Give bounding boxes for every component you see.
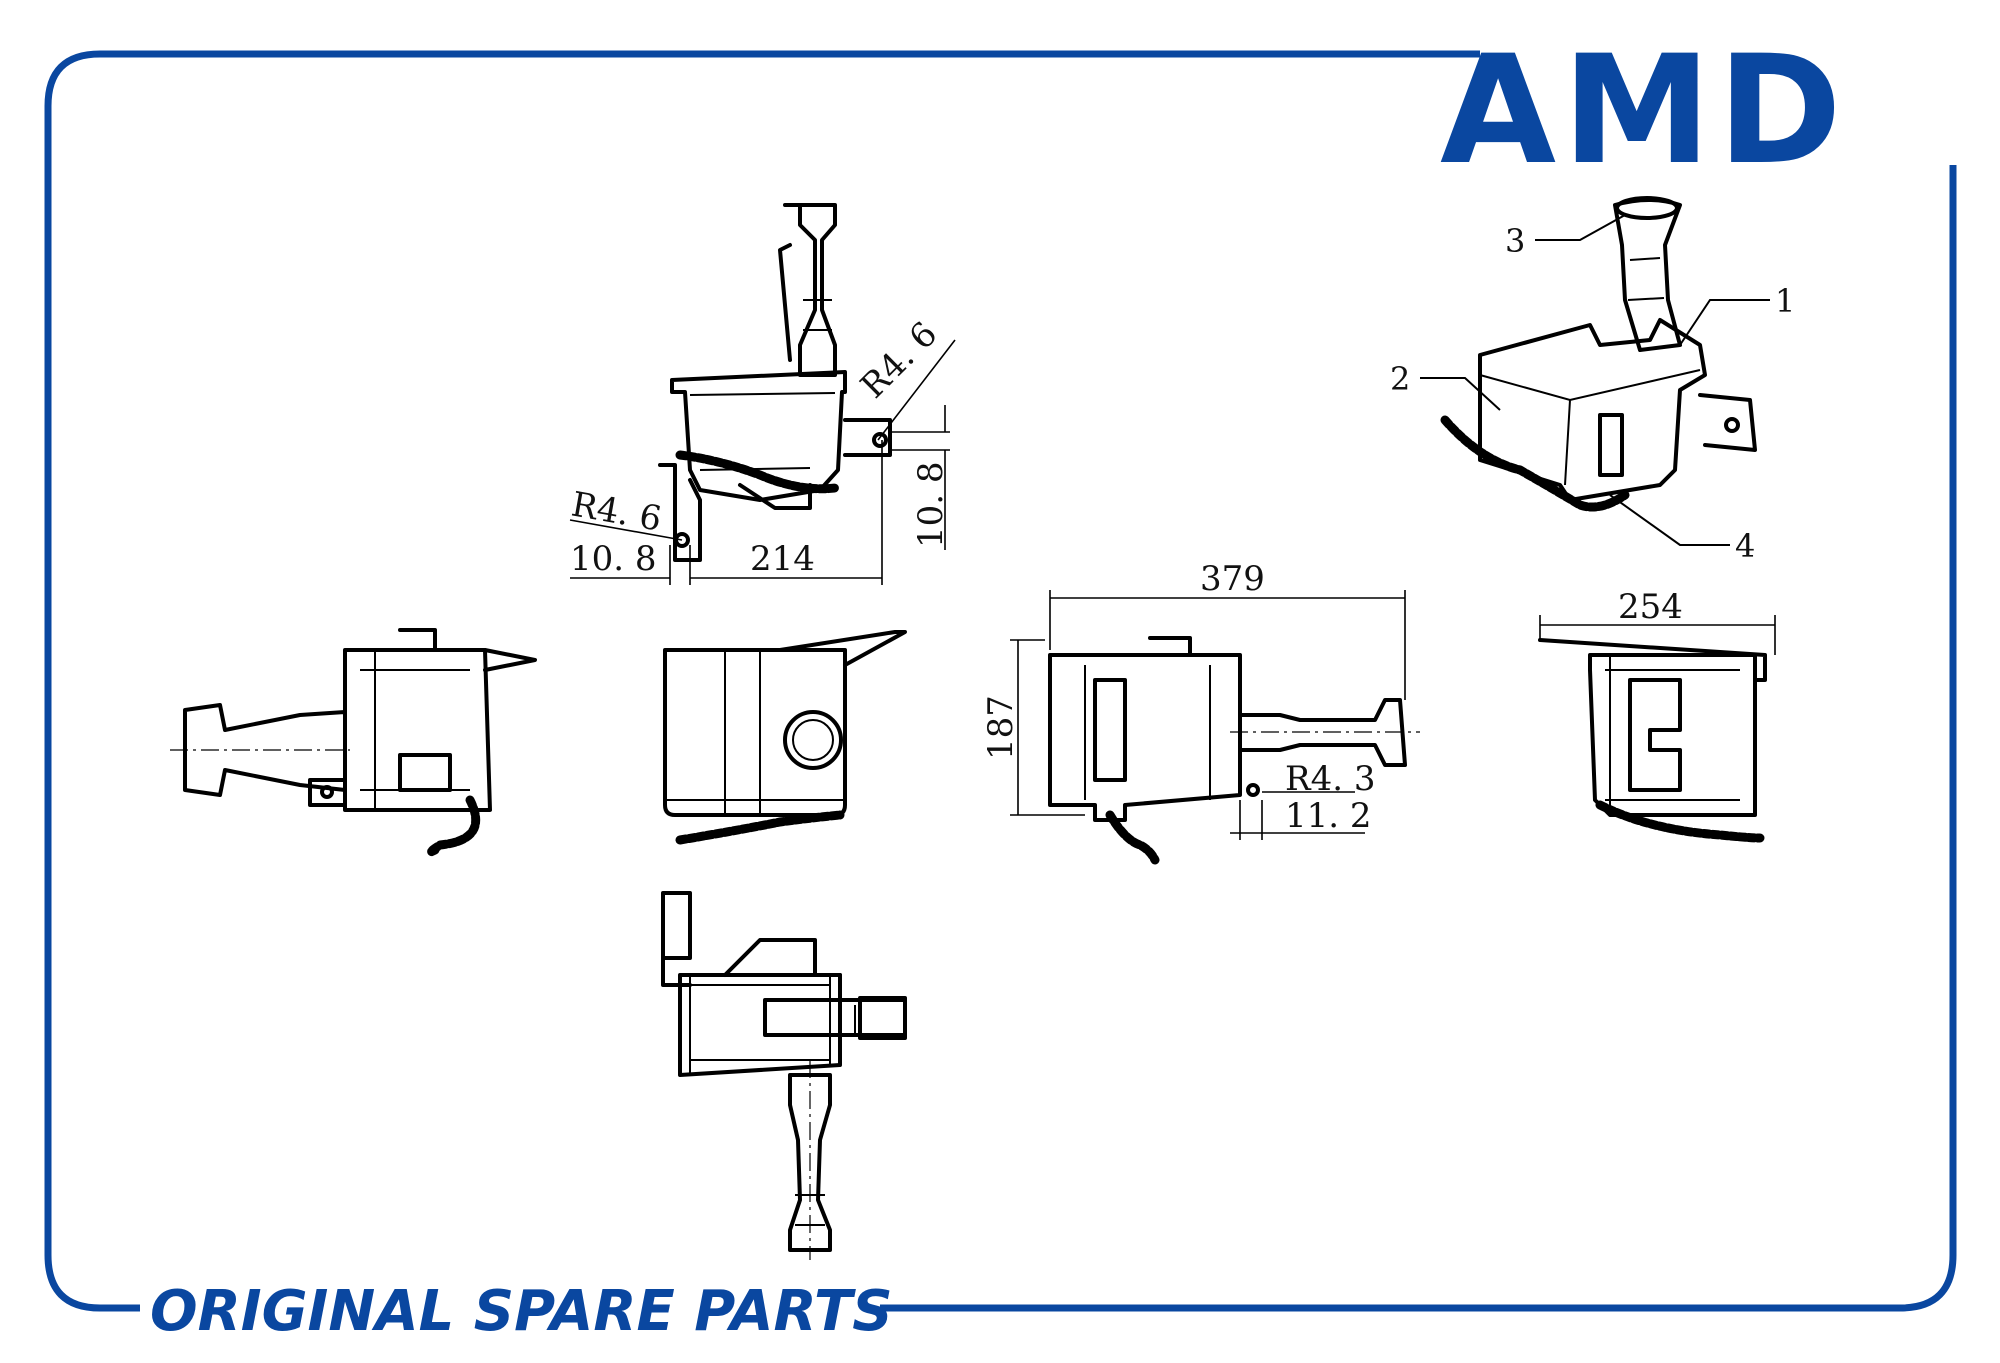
left-side-view	[170, 628, 537, 857]
front-dimensions: 379 187 R4. 3 11. 2	[981, 559, 1406, 840]
dim-depth-side: 254	[1618, 587, 1683, 627]
side-dimensions: 254	[1539, 587, 1776, 655]
dim-offset-front: 11. 2	[1285, 796, 1372, 836]
iso-callouts: 3 1 2 4	[1390, 214, 1795, 565]
front-view	[663, 630, 907, 845]
callout-1: 1	[1775, 282, 1795, 320]
dim-height-front: 187	[981, 695, 1021, 760]
callout-3: 3	[1505, 222, 1525, 260]
iso-view	[1440, 196, 1757, 512]
amd-logo: AMD	[1440, 24, 1848, 198]
dim-width-top: 214	[750, 539, 815, 579]
callout-4: 4	[1735, 527, 1755, 565]
dim-radius-top-left: R4. 6	[568, 484, 664, 539]
slogan: ORIGINAL SPARE PARTS	[150, 1279, 893, 1344]
top-view	[658, 203, 892, 562]
dim-radius-top-right: R4. 6	[853, 314, 945, 406]
dim-width-front: 379	[1200, 559, 1265, 599]
dim-height-top-right: 10. 8	[911, 461, 951, 548]
dim-offset-top-left: 10. 8	[570, 539, 657, 579]
dim-radius-front: R4. 3	[1285, 759, 1375, 799]
callout-2: 2	[1390, 360, 1410, 398]
right-side-view	[1538, 638, 1767, 843]
top-view-dimensions: R4. 6 10. 8 R4. 6 10. 8 214	[568, 314, 956, 585]
bottom-view	[661, 891, 907, 1260]
rear-view	[1048, 636, 1420, 865]
sheet-frame	[44, 50, 1957, 1312]
